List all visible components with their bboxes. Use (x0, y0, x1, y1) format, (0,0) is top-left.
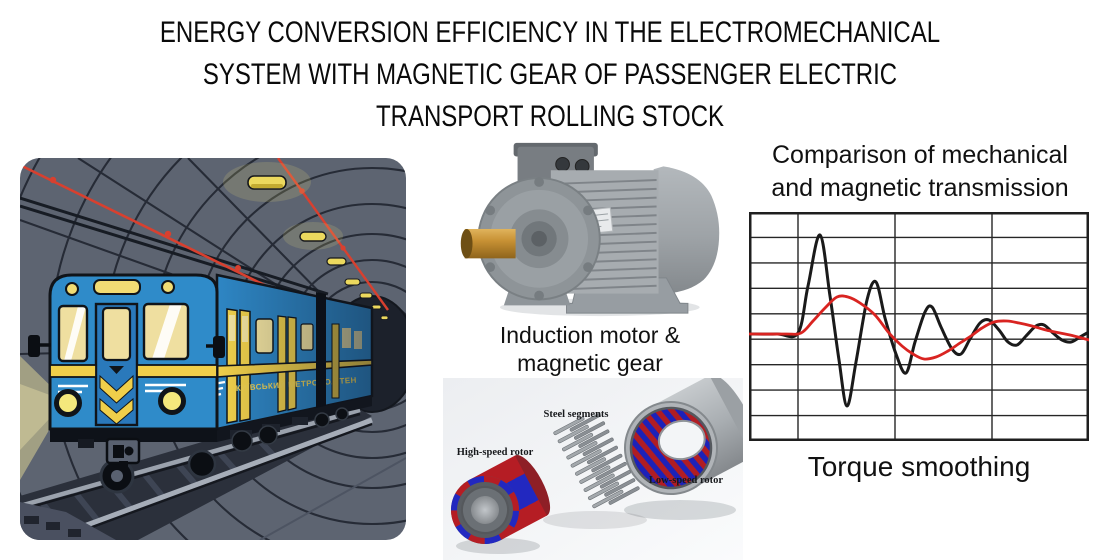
torque-chart (749, 212, 1089, 441)
front-stripe (49, 364, 97, 378)
steel-segments-label: Steel segments (543, 409, 608, 420)
rotor-bore (657, 419, 706, 461)
low-speed-rotor-label: Low-speed rotor (649, 475, 724, 486)
chart-heading-line-2: and magnetic transmission (771, 174, 1069, 202)
motor-caption: Induction motor & magnetic gear (440, 321, 740, 377)
magnetic-torque-curve (749, 294, 1089, 361)
train-illustration-svg: КИЇВСЬКИЙ МЕТРОПОЛІТЕН (20, 158, 406, 540)
high-speed-rotor (451, 455, 551, 544)
cable-gland (555, 157, 570, 172)
rail (45, 417, 373, 540)
chart-caption: Torque smoothing (807, 451, 1031, 482)
low-speed-rotor (624, 378, 743, 495)
mirror-left (28, 335, 40, 357)
marker-light (161, 280, 175, 294)
motor-caption-line-2: magnetic gear (517, 350, 663, 376)
headlight (158, 387, 186, 415)
destination-sign (93, 279, 141, 295)
mechanical-torque-curve (749, 233, 1089, 408)
magnetic-gear-svg: High-speed rotor Steel segments Low-spee… (443, 378, 743, 560)
train-side: КИЇВСЬКИЙ МЕТРОПОЛІТЕН (206, 273, 374, 452)
high-speed-rotor-label: High-speed rotor (457, 447, 534, 458)
chevron (99, 374, 134, 404)
chart-heading: Comparison of mechanical and magnetic tr… (730, 139, 1100, 205)
headlight (54, 389, 82, 417)
steel-segments-cage (553, 413, 640, 509)
front-door-window (101, 306, 132, 362)
rotor-bore (471, 496, 499, 524)
magnetic-gear-image: High-speed rotor Steel segments Low-spee… (443, 378, 743, 560)
chart-heading-line-1: Comparison of mechanical (772, 141, 1068, 169)
motor-shaft (464, 228, 516, 259)
train-illustration: КИЇВСЬКИЙ МЕТРОПОЛІТЕН (20, 158, 406, 540)
motor-caption-line-1: Induction motor & (499, 322, 681, 348)
walkway (20, 502, 116, 540)
bogie-wheels (231, 407, 349, 452)
chart-grid (749, 212, 1089, 441)
slide-title: ENERGY CONVERSION EFFICIENCY IN THE ELEC… (110, 12, 990, 138)
induction-motor-svg (460, 142, 720, 317)
tunnel-conduit (20, 196, 329, 302)
ceiling-light (223, 162, 311, 202)
marker-light (65, 282, 79, 296)
ceiling-lights (223, 162, 389, 320)
chart-border (749, 212, 1089, 441)
title-line-3: TRANSPORT ROLLING STOCK (375, 100, 725, 133)
chevron (99, 397, 134, 425)
train-front (28, 273, 225, 494)
torque-chart-svg (749, 212, 1089, 441)
mirror-right (213, 336, 225, 358)
title-line-2: SYSTEM WITH MAGNETIC GEAR OF PASSENGER E… (202, 58, 898, 91)
motor-rear-drum (653, 166, 720, 294)
induction-motor-image (450, 135, 730, 321)
title-line-1: ENERGY CONVERSION EFFICIENCY IN THE ELEC… (159, 16, 941, 49)
